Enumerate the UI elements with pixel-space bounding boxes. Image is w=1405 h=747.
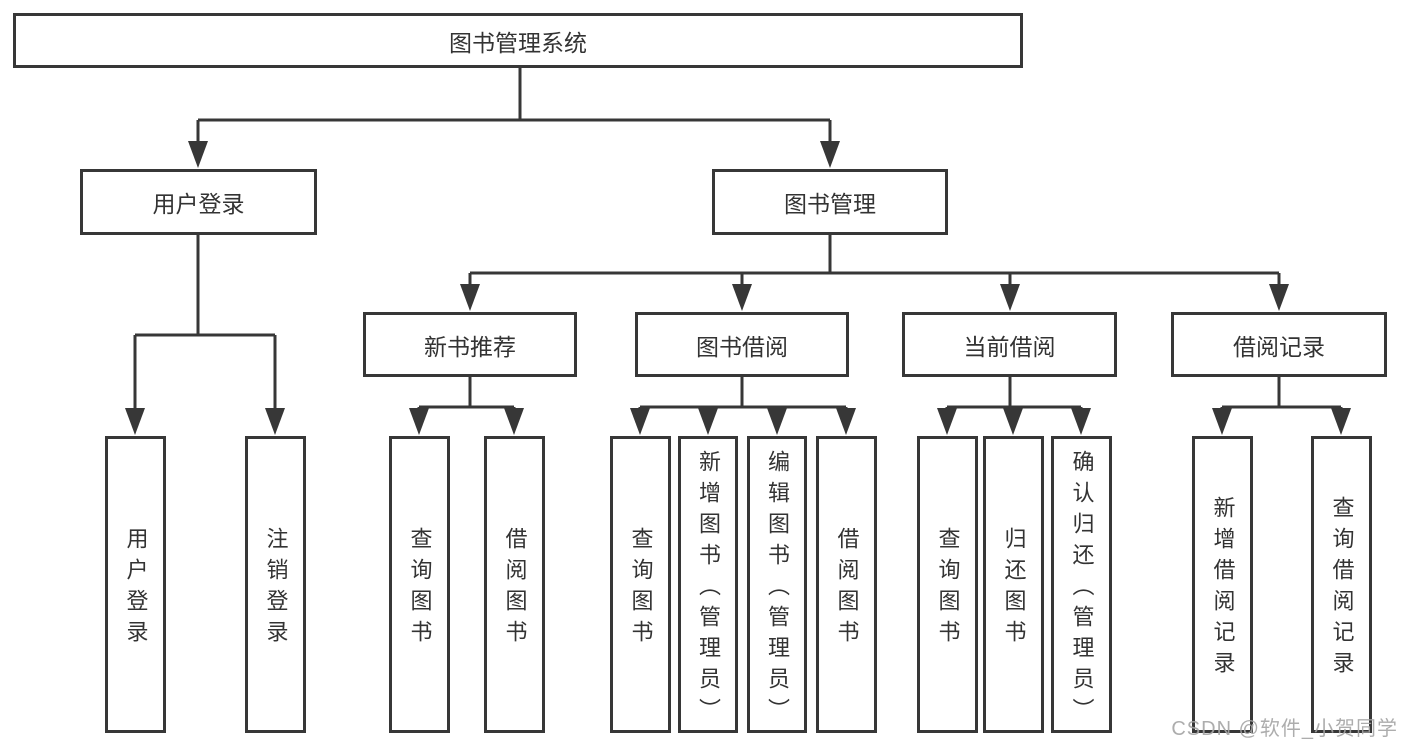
node-current-borrowing: 当前借阅 <box>902 312 1117 377</box>
node-book-borrowing-label: 图书借阅 <box>696 333 788 360</box>
leaf-confirm-return-admin: 确认归还（管理员） <box>1051 436 1112 733</box>
leaf-query-borrow-record: 查询借阅记录 <box>1311 436 1372 733</box>
leaf-query-books-current-label: 查询图书 <box>935 527 961 651</box>
leaf-borrow-books-borrowing: 借阅图书 <box>816 436 877 733</box>
node-user-login: 用户登录 <box>80 169 317 235</box>
node-current-borrowing-label: 当前借阅 <box>963 333 1056 360</box>
leaf-return-books-label: 归还图书 <box>1001 527 1027 651</box>
leaf-user-login-label: 用户登录 <box>123 527 149 651</box>
watermark: CSDN @软件_小贺同学 <box>1171 718 1398 740</box>
leaf-user-login: 用户登录 <box>105 436 166 733</box>
node-user-login-label: 用户登录 <box>152 191 245 217</box>
node-book-borrowing: 图书借阅 <box>635 312 849 377</box>
leaf-borrow-books-recommend-label: 借阅图书 <box>502 527 528 651</box>
leaf-edit-book-admin-label: 编辑图书（管理员） <box>765 449 790 729</box>
leaf-return-books: 归还图书 <box>983 436 1044 733</box>
node-root: 图书管理系统 <box>13 13 1023 68</box>
node-borrowing-records: 借阅记录 <box>1171 312 1387 377</box>
edge-book-borrowing-to-leaves <box>630 377 856 435</box>
leaf-borrow-books-borrowing-label: 借阅图书 <box>834 527 860 651</box>
edge-book-management-to-level2 <box>460 235 1289 311</box>
leaf-confirm-return-admin-label: 确认归还（管理员） <box>1069 449 1095 729</box>
leaf-query-books-current: 查询图书 <box>917 436 978 733</box>
leaf-add-book-admin-label: 新增图书（管理员） <box>696 449 721 729</box>
leaf-query-books-borrowing-label: 查询图书 <box>628 527 654 651</box>
leaf-query-borrow-record-label: 查询借阅记录 <box>1329 496 1355 682</box>
node-book-management: 图书管理 <box>712 169 948 235</box>
leaf-add-borrow-record: 新增借阅记录 <box>1192 436 1253 733</box>
edge-new-book-recommend-to-leaves <box>409 377 524 435</box>
node-new-book-recommend: 新书推荐 <box>363 312 577 377</box>
leaf-query-books-recommend: 查询图书 <box>389 436 450 733</box>
node-book-management-label: 图书管理 <box>784 191 876 217</box>
node-borrowing-records-label: 借阅记录 <box>1233 333 1325 360</box>
leaf-borrow-books-recommend: 借阅图书 <box>484 436 545 733</box>
leaf-query-books-recommend-label: 查询图书 <box>407 527 433 651</box>
leaf-add-borrow-record-label: 新增借阅记录 <box>1210 496 1236 682</box>
leaf-logout-label: 注销登录 <box>263 527 289 651</box>
leaf-add-book-admin: 新增图书（管理员） <box>678 436 738 733</box>
edge-current-borrowing-to-leaves <box>937 377 1091 435</box>
edge-root-to-level1 <box>188 68 840 168</box>
leaf-query-books-borrowing: 查询图书 <box>610 436 671 733</box>
edge-user-login-to-leaves <box>125 235 285 435</box>
node-root-label: 图书管理系统 <box>449 29 587 56</box>
leaf-edit-book-admin: 编辑图书（管理员） <box>747 436 807 733</box>
leaf-logout: 注销登录 <box>245 436 306 733</box>
node-new-book-recommend-label: 新书推荐 <box>424 333 516 360</box>
edge-borrowing-records-to-leaves <box>1212 377 1351 435</box>
